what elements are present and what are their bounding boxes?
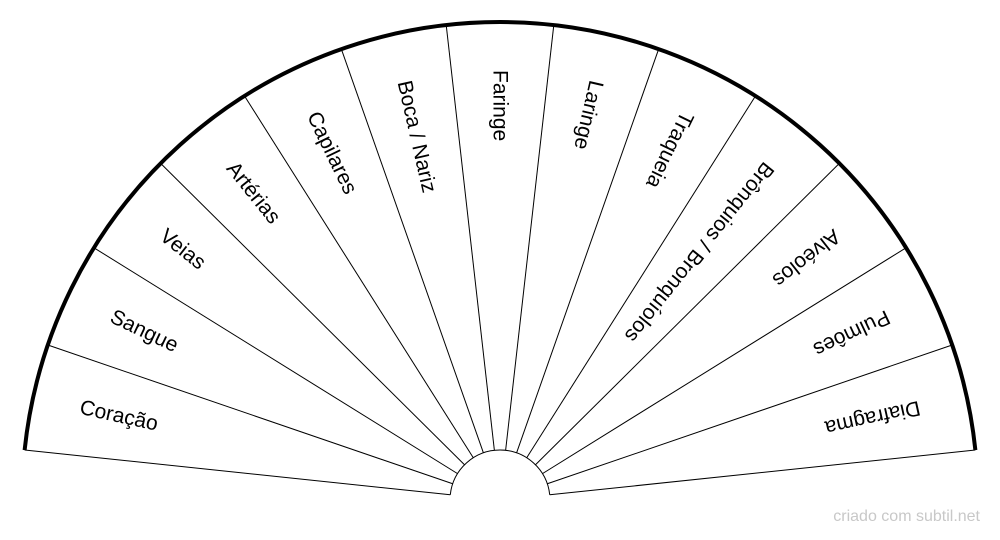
segment-label: Traqueia	[641, 108, 698, 192]
segment-divider	[549, 449, 976, 496]
inner-arc	[449, 449, 551, 495]
segment-divider	[535, 163, 840, 466]
segment-label: Alvéolos	[768, 224, 845, 291]
segment-label: Diafragma	[822, 396, 922, 439]
segment-divider	[505, 24, 555, 451]
segment-divider	[244, 95, 474, 459]
outer-arc	[22, 20, 978, 451]
segment-divider	[542, 247, 907, 475]
segment-label: Laringe	[569, 78, 607, 151]
segment-label: Capilares	[302, 108, 361, 198]
segment-divider	[547, 344, 953, 485]
segment-divider	[340, 48, 484, 454]
segment-divider	[516, 48, 660, 454]
segment-divider	[47, 344, 453, 485]
segment-label: Coração	[78, 396, 160, 436]
segment-dividers	[24, 24, 976, 496]
segment-label: Boca / Nariz	[393, 78, 441, 195]
segment-label: Pulmôes	[810, 305, 894, 361]
segment-divider	[445, 24, 495, 451]
segment-label: Veias	[155, 224, 210, 274]
segment-label: Faringe	[489, 70, 512, 141]
segment-label: Artérias	[222, 158, 285, 229]
credit-text: criado com subtil.net	[833, 508, 980, 525]
segment-divider	[93, 247, 458, 475]
segment-label: Sangue	[107, 305, 182, 357]
segment-divider	[160, 163, 465, 466]
segment-divider	[24, 449, 451, 496]
segment-divider	[526, 95, 756, 459]
